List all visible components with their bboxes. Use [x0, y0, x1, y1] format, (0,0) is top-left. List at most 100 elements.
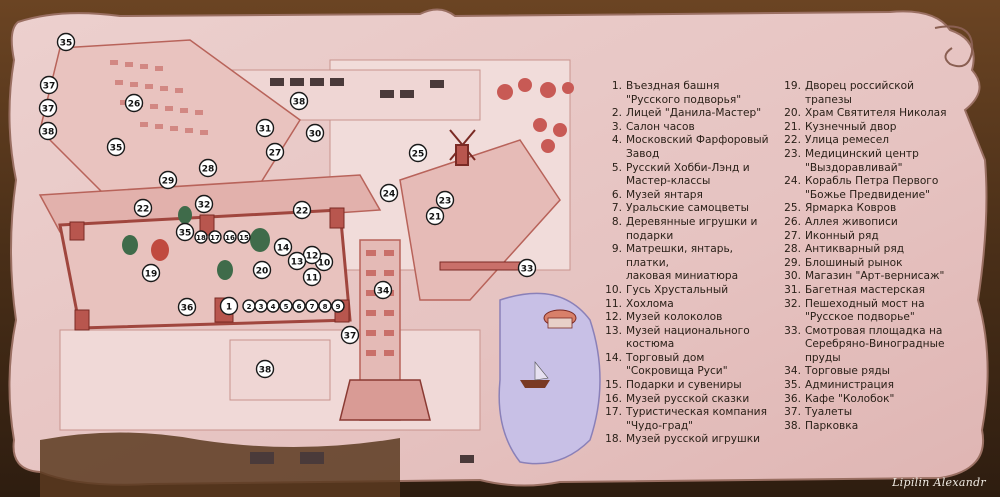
map-marker-35[interactable]: 35 — [175, 222, 195, 242]
palace-south[interactable] — [339, 379, 431, 421]
map-marker-9[interactable]: 9 — [331, 299, 345, 313]
legend-item-label: Музей русской игрушки — [626, 433, 761, 446]
marker-circle — [302, 267, 322, 287]
map-marker-23[interactable]: 23 — [435, 190, 455, 210]
marker-circle — [219, 296, 239, 316]
legend-item-number: 17. — [605, 406, 622, 419]
legend-item-number: 19. — [784, 80, 801, 92]
map-marker-32[interactable]: 32 — [194, 194, 214, 214]
map-marker-7[interactable]: 7 — [305, 299, 319, 313]
map-marker-20[interactable]: 20 — [252, 260, 272, 280]
map-marker-8[interactable]: 8 — [318, 299, 332, 313]
marker-label: 10 — [318, 259, 331, 269]
map-marker-12[interactable]: 12 — [302, 245, 322, 265]
pedestrian-bridge[interactable] — [439, 261, 521, 271]
legend-item-label: Въездная башня "Русского подворья" — [626, 80, 742, 106]
legend-item: 35.Администрация — [781, 379, 981, 393]
vehicles — [250, 78, 474, 464]
legend-item-number: 38. — [784, 419, 801, 432]
legend-item-label: Салон часов — [626, 120, 695, 133]
legend-item-label: Хохлома — [626, 297, 674, 310]
map-marker-38[interactable]: 38 — [38, 121, 58, 141]
marker-label: 24 — [383, 190, 396, 200]
map-marker-3[interactable]: 3 — [254, 299, 268, 313]
legend-item-label: Московский Фарфоровый Завод — [626, 134, 769, 160]
marker-label: 27 — [269, 149, 282, 159]
map-marker-24[interactable]: 24 — [379, 183, 399, 203]
legend-item: 24.Корабль Петра Первого "Божье Предвиде… — [781, 175, 981, 202]
map-marker-21[interactable]: 21 — [425, 206, 445, 226]
map-marker-36[interactable]: 36 — [177, 297, 197, 317]
legend-item: 6.Музей янтаря — [600, 189, 775, 203]
legend-item-label: Антикварный ряд — [805, 243, 905, 256]
marker-circle — [305, 299, 319, 313]
legend-item-label: Музей русской сказки — [626, 392, 750, 405]
map-marker-29[interactable]: 29 — [158, 170, 178, 190]
map-marker-33[interactable]: 33 — [517, 258, 537, 278]
map-marker-38[interactable]: 38 — [255, 359, 275, 379]
map-marker-31[interactable]: 31 — [255, 118, 275, 138]
marker-circle — [318, 299, 332, 313]
map-marker-19[interactable]: 19 — [141, 263, 161, 283]
pond[interactable] — [498, 292, 601, 465]
map-marker-2[interactable]: 2 — [242, 299, 256, 313]
map-marker-37[interactable]: 37 — [39, 75, 59, 95]
marker-label: 18 — [196, 234, 206, 242]
legend-item-number: 24. — [784, 175, 801, 188]
marker-circle — [194, 194, 214, 214]
legend-item-number: 2. — [611, 107, 622, 120]
legend-item: 19.Дворец российской трапезы — [781, 80, 981, 107]
legend-item-label: Туалеты — [805, 406, 853, 419]
map-marker-1[interactable]: 1 — [219, 296, 239, 316]
church-domes — [122, 206, 270, 280]
legend-item-number: 3. — [611, 120, 622, 133]
legend-item-number: 27. — [784, 229, 801, 242]
marker-label: 1 — [226, 303, 232, 313]
legend-item-label: Лицей "Данила-Мастер" — [626, 107, 762, 120]
legend-item-number: 31. — [784, 283, 801, 296]
marker-circle — [177, 297, 197, 317]
map-marker-14[interactable]: 14 — [273, 237, 293, 257]
map-marker-11[interactable]: 11 — [302, 267, 322, 287]
map-marker-17[interactable]: 17 — [208, 230, 222, 244]
map-marker-25[interactable]: 25 — [408, 143, 428, 163]
map-marker-26[interactable]: 26 — [124, 93, 144, 113]
legend-item-label: Туристическая компания "Чудо-град" — [626, 406, 767, 432]
map-marker-6[interactable]: 6 — [292, 299, 306, 313]
marker-label: 35 — [179, 229, 192, 239]
map-marker-18[interactable]: 18 — [194, 230, 208, 244]
map-marker-30[interactable]: 30 — [305, 123, 325, 143]
map-marker-28[interactable]: 28 — [198, 158, 218, 178]
map-marker-35[interactable]: 35 — [106, 137, 126, 157]
legend-left-column: 1.Въездная башня "Русского подворья"2.Ли… — [600, 80, 775, 447]
map-marker-37[interactable]: 37 — [340, 325, 360, 345]
parking-south[interactable] — [229, 339, 331, 401]
map-marker-22[interactable]: 22 — [292, 200, 312, 220]
map-marker-16[interactable]: 16 — [223, 230, 237, 244]
legend-item-number: 12. — [605, 311, 622, 324]
map-marker-4[interactable]: 4 — [266, 299, 280, 313]
marker-label: 9 — [336, 303, 341, 311]
marker-circle — [255, 118, 275, 138]
marker-circle — [273, 237, 293, 257]
legend-item-number: 21. — [784, 120, 801, 133]
map-marker-35[interactable]: 35 — [56, 32, 76, 52]
legend-item: 8.Деревянные игрушки и подарки — [600, 216, 775, 243]
legend-item-number: 8. — [611, 215, 622, 228]
marker-circle — [223, 230, 237, 244]
map-marker-27[interactable]: 27 — [265, 142, 285, 162]
map-marker-38[interactable]: 38 — [289, 91, 309, 111]
map-marker-15[interactable]: 15 — [237, 230, 251, 244]
legend-item-number: 13. — [605, 324, 622, 337]
legend-item-label: Администрация — [805, 379, 894, 392]
legend-item-number: 30. — [784, 270, 801, 283]
east-block[interactable] — [399, 139, 561, 301]
map-marker-13[interactable]: 13 — [287, 251, 307, 271]
legend-item: 37.Туалеты — [781, 406, 981, 420]
map-marker-5[interactable]: 5 — [279, 299, 293, 313]
map-marker-37[interactable]: 37 — [38, 98, 58, 118]
legend-item-label: Кузнечный двор — [805, 120, 897, 133]
map-marker-34[interactable]: 34 — [373, 280, 393, 300]
map-marker-22[interactable]: 22 — [133, 198, 153, 218]
